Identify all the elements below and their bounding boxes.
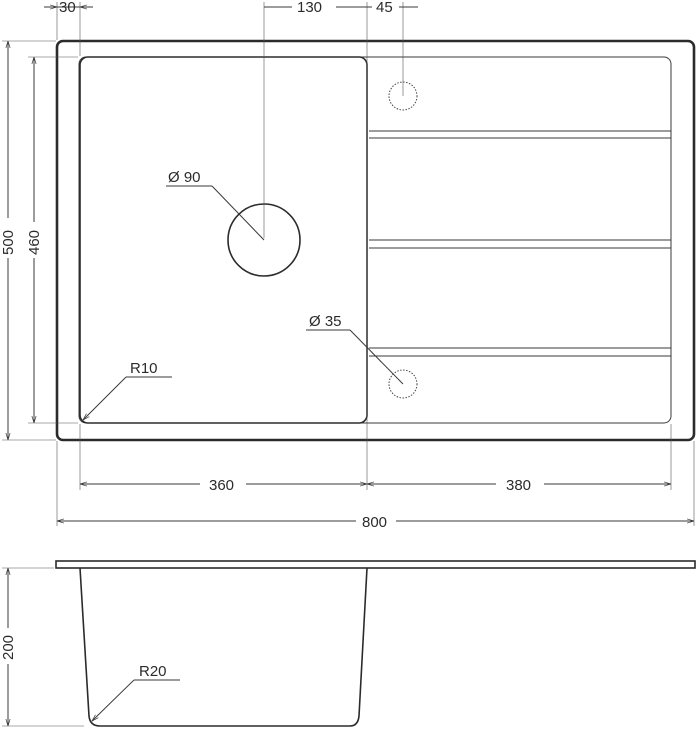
dim-360-label: 360	[209, 477, 234, 494]
tap-hole-lower	[388, 369, 418, 399]
dim-500-label: 500	[0, 230, 17, 255]
tap-hole-diameter-label: Ø 35	[309, 313, 342, 330]
radius-20-label: R20	[139, 663, 167, 680]
section-view	[2, 560, 696, 727]
dimension-labels: 30 130 45 500 460 Ø 90 Ø 35 R10 360 380 …	[0, 0, 531, 680]
plan-dimensions	[2, 2, 695, 526]
drain-diameter-label: Ø 90	[168, 169, 201, 186]
plan-view	[55, 39, 696, 442]
dim-130-label: 130	[297, 0, 322, 16]
bowl-outline	[79, 56, 368, 424]
worktop-rim-section	[55, 560, 696, 569]
bowl-section-profile	[79, 567, 368, 727]
dim-380-label: 380	[506, 477, 531, 494]
sink-outer-outline	[55, 39, 696, 442]
tap-hole-upper	[388, 81, 418, 111]
radius-10-label: R10	[130, 360, 158, 377]
dim-30-label: 30	[59, 0, 76, 16]
dim-460-label: 460	[26, 230, 43, 255]
drainer-ribs	[369, 130, 671, 357]
dim-200-label: 200	[0, 635, 17, 660]
dim-45-label: 45	[376, 0, 393, 16]
dim-800-label: 800	[362, 514, 387, 531]
